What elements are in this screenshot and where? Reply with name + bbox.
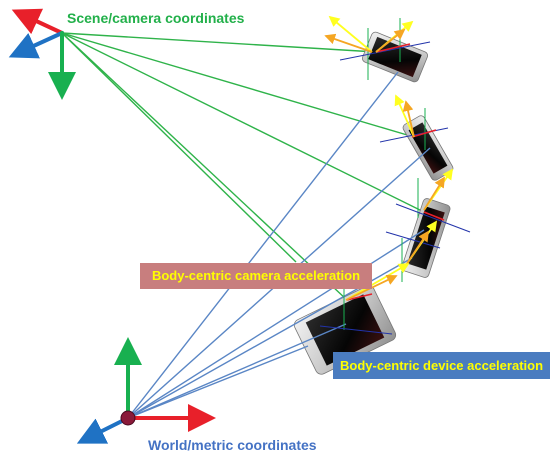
world-axes xyxy=(76,337,216,444)
accel-orange-4 xyxy=(423,176,445,211)
scene-ray-2 xyxy=(61,32,415,138)
accel-orange-5 xyxy=(403,230,429,269)
device-acceleration-label: Body-centric device acceleration xyxy=(333,352,550,379)
scene-ray-3 xyxy=(61,32,425,213)
accel-yellow-3 xyxy=(394,94,415,138)
accel-orange-1 xyxy=(324,33,373,53)
world-coordinates-label: World/metric coordinates xyxy=(148,437,317,453)
scene-axis-z xyxy=(8,31,64,59)
world-ray-6 xyxy=(127,345,309,419)
camera-acceleration-label: Body-centric camera acceleration xyxy=(140,263,372,289)
phone-2 xyxy=(402,115,454,181)
scene-axes xyxy=(8,8,76,100)
accel-yellow-6 xyxy=(345,263,410,301)
scene-axis-x xyxy=(11,8,64,35)
world-ray-3 xyxy=(127,229,425,419)
accel-yellow-1 xyxy=(328,15,373,53)
world-origin xyxy=(120,410,136,426)
acceleration-arrows xyxy=(324,15,454,301)
accel-orange-3 xyxy=(402,100,415,138)
scene-ray-4 xyxy=(61,32,348,301)
scene-ray-1 xyxy=(61,32,377,53)
scene-rays xyxy=(61,32,425,301)
world-ray-5 xyxy=(127,323,347,419)
phone-3 xyxy=(401,198,451,278)
scene-ray-5 xyxy=(61,32,297,263)
accel-orange-2 xyxy=(375,28,406,53)
world-axis-depth xyxy=(76,416,130,444)
world-ray-1 xyxy=(127,71,399,419)
scene-coordinates-label: Scene/camera coordinates xyxy=(67,10,245,26)
